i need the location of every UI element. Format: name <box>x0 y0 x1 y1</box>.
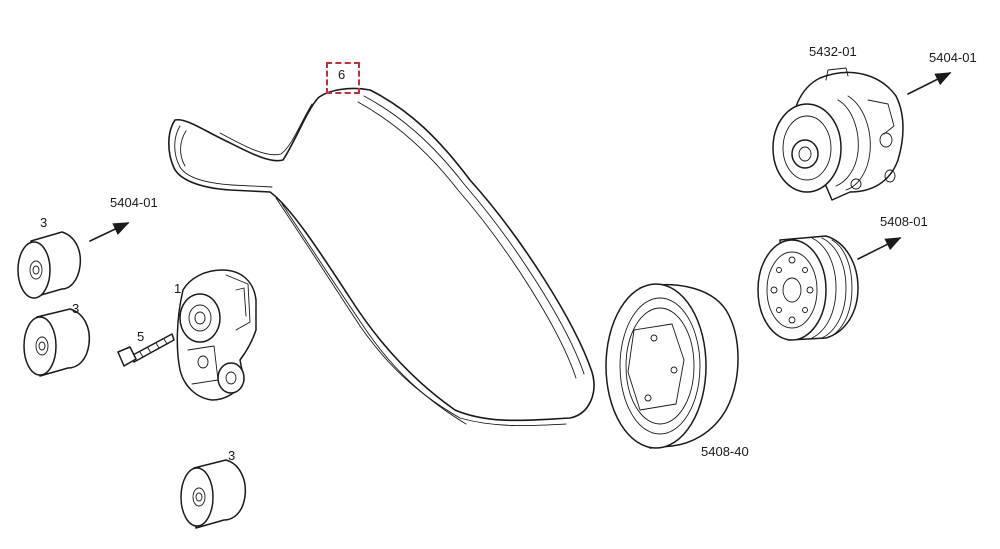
roller-icon <box>23 308 91 377</box>
damper-pulley-icon <box>605 283 739 449</box>
water-pump-icon <box>772 67 904 201</box>
roller-bottom-label: 3 <box>228 448 236 463</box>
roller-middle-label: 3 <box>72 301 80 316</box>
ref-left-label: 5404-01 <box>110 195 158 210</box>
bolt-label: 5 <box>137 329 145 344</box>
ref-right-top-label: 5404-01 <box>929 50 977 65</box>
roller-top-label: 3 <box>40 215 48 230</box>
roller-icon <box>17 231 82 299</box>
arrow-icon <box>89 222 130 242</box>
bolt-icon <box>117 333 175 367</box>
tensioner-icon <box>176 269 257 401</box>
grooved-pulley-icon <box>757 235 859 341</box>
arrow-icon <box>857 237 902 260</box>
belt-label[interactable]: 6 <box>338 67 346 82</box>
damper-label: 5408-40 <box>701 444 749 459</box>
arrow-icon <box>907 72 952 95</box>
roller-icon <box>180 459 247 529</box>
tensioner-label: 1 <box>174 281 182 296</box>
water-pump-label: 5432-01 <box>809 44 857 59</box>
belt-highlight-box[interactable] <box>326 62 360 94</box>
ref-pulley-label: 5408-01 <box>880 214 928 229</box>
belt-icon <box>168 87 595 427</box>
